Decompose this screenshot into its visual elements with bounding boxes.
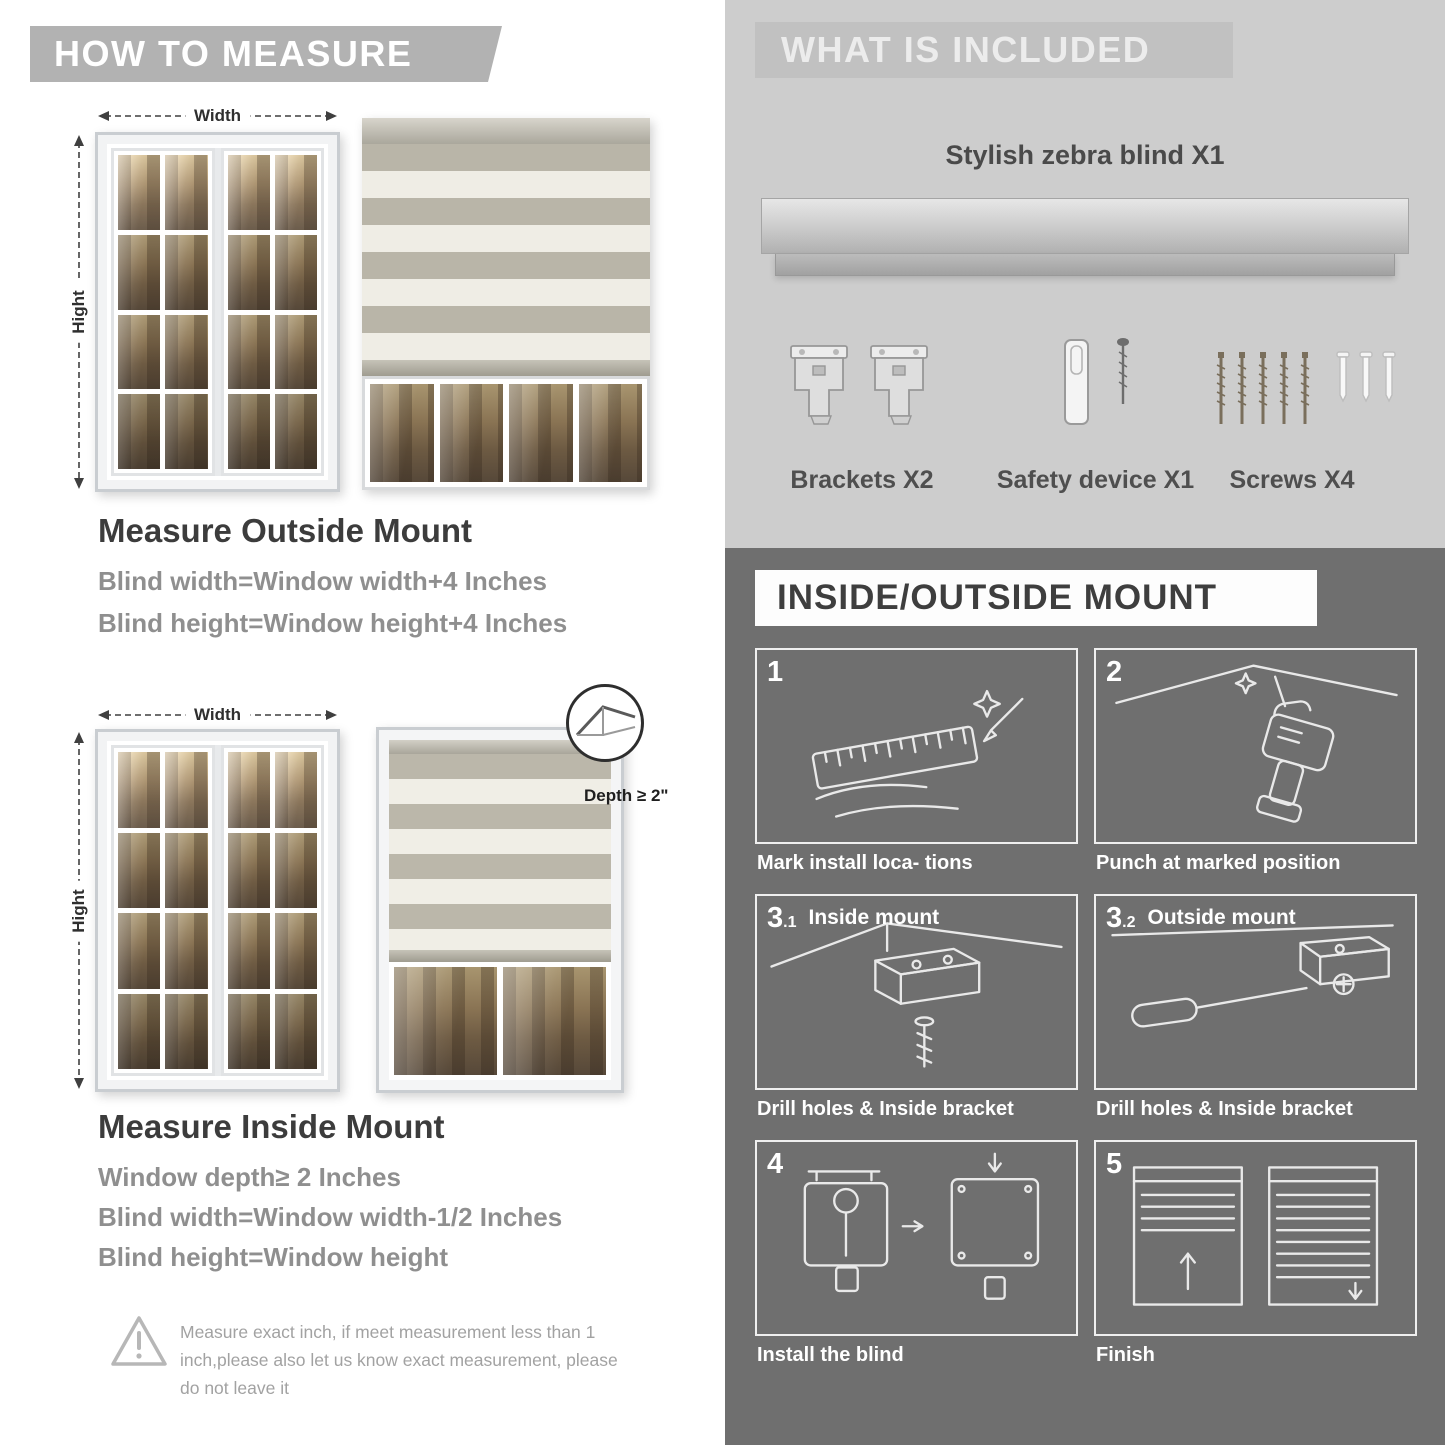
screw-icon	[1279, 352, 1289, 424]
brackets-illustration	[787, 336, 931, 436]
step-panel: 3.1 Inside mount	[755, 894, 1078, 1090]
step-number: 2	[1106, 656, 1123, 688]
screws-label: Screws X4	[1229, 466, 1355, 494]
screw-icon	[1258, 352, 1268, 424]
how-to-measure-section: HOW TO MEASURE Width Hight Measure Outsi…	[0, 0, 710, 1445]
install-blind-icon	[803, 1152, 1040, 1300]
step-number: 1	[767, 656, 784, 688]
brackets-label: Brackets X2	[790, 466, 934, 494]
zebra-blind-inside-illustration	[376, 727, 624, 1093]
step-caption: Finish	[1096, 1344, 1155, 1366]
window-illustration	[95, 729, 340, 1092]
depth-callout	[566, 684, 644, 762]
step-caption: Mark install loca- tions	[757, 852, 973, 874]
what-is-included-section: WHAT IS INCLUDED Stylish zebra blind X1	[725, 0, 1445, 548]
height-label: Hight	[69, 281, 89, 343]
safety-device-illustration	[1057, 336, 1131, 430]
zebra-blind-outside-illustration	[362, 118, 650, 490]
step-panel: 1	[755, 648, 1078, 844]
step-number: 4	[767, 1148, 784, 1180]
mount-step-1: 1 Mark install loca- tions	[755, 648, 1078, 878]
step-title: Outside mount	[1147, 906, 1296, 929]
window-panes	[111, 745, 324, 1076]
wall-anchor-icon	[1382, 351, 1396, 403]
step-panel: 4	[755, 1140, 1078, 1336]
ruler-mark-icon	[811, 689, 1024, 818]
inside-mount-line3: Blind height=Window height	[98, 1242, 448, 1272]
bracket-icon	[870, 345, 928, 425]
screw-icon	[1216, 352, 1226, 424]
mount-section: INSIDE/OUTSIDE MOUNT 1	[725, 548, 1445, 1445]
step-panel: 3.2 Outside mount	[1094, 894, 1417, 1090]
warning-triangle-icon	[111, 1316, 167, 1366]
what-is-included-header: WHAT IS INCLUDED	[755, 22, 1233, 78]
width-label: Width	[184, 705, 251, 725]
blind-bottom-rail	[362, 360, 650, 376]
headrail-top-bar	[761, 198, 1409, 254]
how-to-measure-header: HOW TO MEASURE	[30, 26, 502, 82]
depth-note: Depth ≥ 2"	[584, 786, 669, 805]
blind-bottom-rail	[389, 950, 611, 962]
outside-bracket-icon	[1111, 924, 1394, 1028]
inside-bracket-icon	[770, 922, 1063, 1068]
mount-steps-grid: 1 Mark install loca- tions	[755, 648, 1417, 1386]
blind-cassette	[362, 118, 650, 144]
mount-header: INSIDE/OUTSIDE MOUNT	[755, 570, 1317, 626]
step-caption: Install the blind	[757, 1344, 904, 1366]
step-caption: Drill holes & Inside bracket	[757, 1098, 1014, 1120]
step-number: 5	[1106, 1148, 1123, 1180]
mount-step-4: 4 In	[755, 1140, 1078, 1370]
safety-device-icon	[1064, 339, 1089, 425]
window-corner-icon	[575, 705, 636, 737]
inside-mount-line1: Window depth≥ 2 Inches	[98, 1162, 401, 1192]
step-panel: 5	[1094, 1140, 1417, 1336]
width-arrow: Width	[95, 103, 340, 129]
step-caption: Drill holes & Inside bracket	[1096, 1098, 1353, 1120]
safety-device-label: Safety device X1	[996, 466, 1195, 494]
headrail-valance	[775, 254, 1395, 276]
drill-icon	[1115, 664, 1398, 823]
screw-icon	[1117, 338, 1129, 404]
screw-icon	[1300, 352, 1310, 424]
inside-mount-title: Measure Inside Mount	[98, 1108, 445, 1145]
measurement-warning-text: Measure exact inch, if meet measurement …	[180, 1322, 618, 1398]
wall-anchor-icon	[1336, 351, 1350, 403]
window-under-blind	[362, 376, 650, 490]
height-arrow: Hight	[66, 729, 92, 1092]
wall-anchor-icon	[1359, 351, 1373, 403]
product-title: Stylish zebra blind X1	[945, 140, 1225, 170]
window-illustration	[95, 132, 340, 492]
screws-illustration	[1215, 350, 1396, 426]
step-sub-number: .1	[783, 914, 797, 931]
step-caption: Punch at marked position	[1096, 852, 1341, 874]
mount-step-5: 5 Finish	[1094, 1140, 1417, 1370]
window-under-blind	[389, 962, 611, 1080]
outside-mount-title: Measure Outside Mount	[98, 512, 473, 549]
blind-stripes	[389, 754, 611, 950]
step-number: 3	[1106, 902, 1123, 934]
height-arrow: Hight	[66, 132, 92, 492]
outside-mount-line1: Blind width=Window width+4 Inches	[98, 566, 547, 596]
step-sub-number: .2	[1122, 914, 1136, 931]
width-arrow: Width	[95, 702, 340, 728]
step-title: Inside mount	[808, 906, 940, 929]
window-panes	[111, 148, 324, 476]
mount-step-2: 2 Pun	[1094, 648, 1417, 878]
step-panel: 2	[1094, 648, 1417, 844]
finish-blind-icon	[1132, 1166, 1379, 1306]
inside-mount-line2: Blind width=Window width-1/2 Inches	[98, 1202, 563, 1232]
outside-mount-line2: Blind height=Window height+4 Inches	[98, 608, 568, 638]
width-label: Width	[184, 106, 251, 126]
height-label: Hight	[69, 879, 89, 942]
blind-stripes	[362, 144, 650, 360]
bracket-icon	[790, 345, 848, 425]
screw-icon	[1237, 352, 1247, 424]
zebra-blind-headrail-illustration	[761, 198, 1409, 276]
blind-cassette	[389, 740, 611, 754]
step-number: 3	[767, 902, 784, 934]
